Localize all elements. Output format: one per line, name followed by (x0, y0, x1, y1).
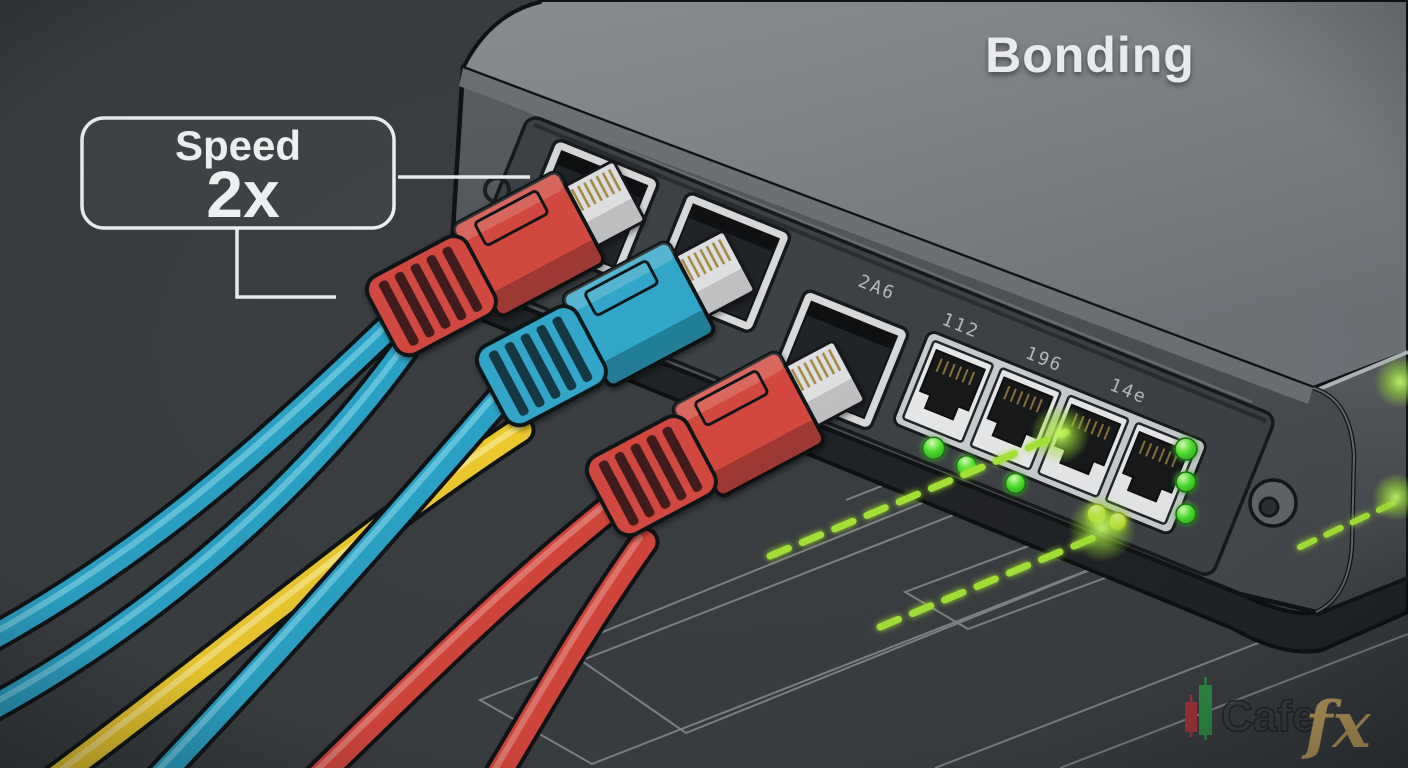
logo-text-fx: fx (1301, 688, 1372, 763)
green-candle (1199, 685, 1212, 735)
green-led (1175, 471, 1197, 493)
callout-value: 2x (206, 157, 280, 231)
status-led-column (1174, 437, 1198, 525)
logo-text-cafe: Cafe (1221, 692, 1316, 741)
flow-glow (1068, 494, 1136, 562)
green-led (1174, 437, 1198, 461)
red-candle (1185, 702, 1197, 732)
flow-glow (1030, 404, 1090, 464)
panel-screw-right (1248, 478, 1298, 528)
green-led (1175, 503, 1197, 525)
page-title: Bonding (985, 27, 1195, 83)
